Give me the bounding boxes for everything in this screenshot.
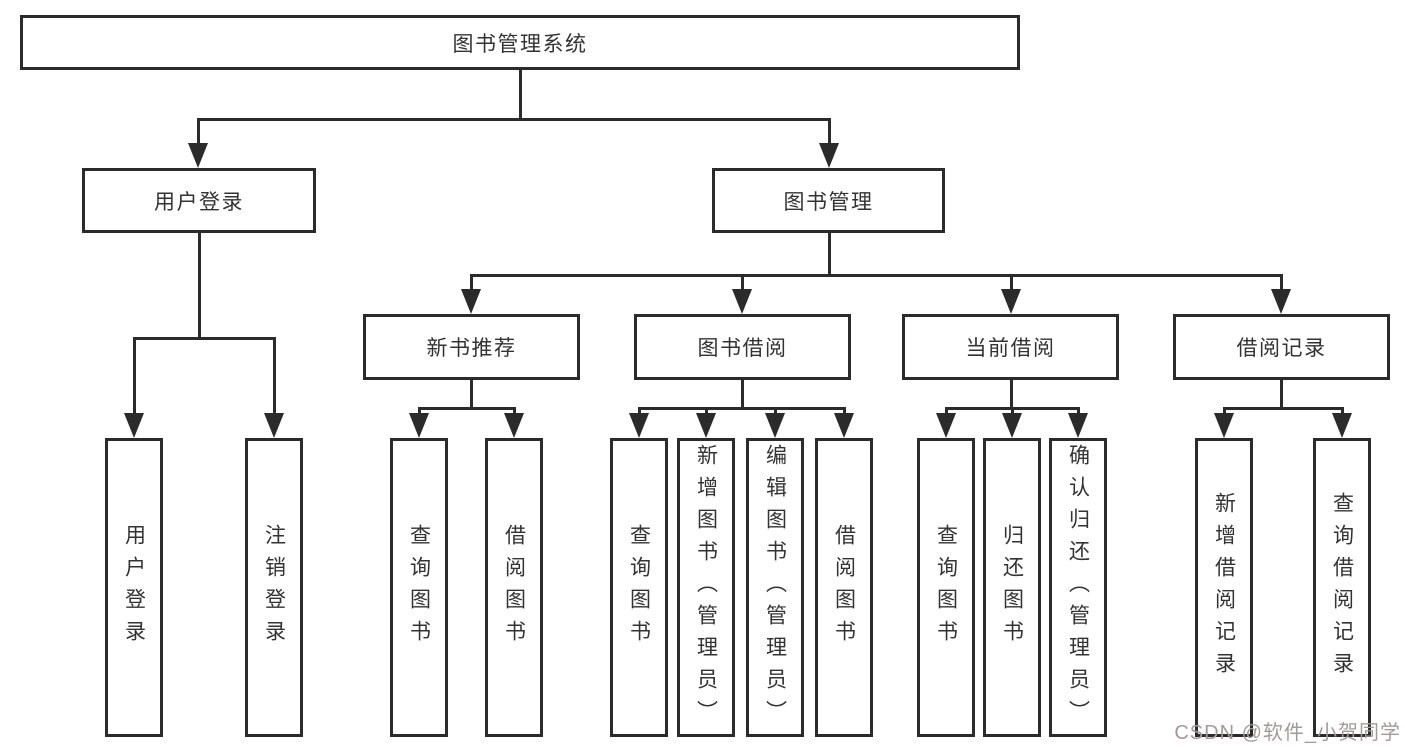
leaf-return-books: 归还图书 bbox=[983, 438, 1041, 737]
arrow-head bbox=[264, 413, 284, 438]
arrow-head bbox=[461, 289, 481, 314]
arrow-head bbox=[504, 413, 524, 438]
leaf-user-login: 用户登录 bbox=[105, 438, 163, 737]
node-current-borrowing: 当前借阅 bbox=[902, 314, 1119, 380]
connector-line bbox=[828, 118, 831, 146]
csdn-watermark: CSDN @软件_小贺同学 bbox=[1174, 722, 1401, 744]
leaf-confirm-return-admin: 确认归还（管理员） bbox=[1049, 438, 1107, 737]
connector-line bbox=[1341, 407, 1344, 417]
leaf-query-borrow-record: 查询借阅记录 bbox=[1313, 438, 1371, 737]
arrow-head bbox=[1002, 413, 1022, 438]
arrow-head bbox=[1001, 289, 1021, 314]
node-label: 新增借阅记录 bbox=[1212, 491, 1236, 684]
node-label: 归还图书 bbox=[1000, 523, 1024, 652]
leaf-add-books-admin: 新增图书（管理员） bbox=[677, 438, 735, 737]
connector-line bbox=[197, 118, 831, 121]
connector-line bbox=[741, 274, 744, 292]
node-label: 编辑图书（管理员） bbox=[763, 443, 787, 732]
node-label: 借阅图书 bbox=[502, 523, 526, 652]
arrow-head bbox=[696, 413, 716, 438]
node-book-borrowing: 图书借阅 bbox=[634, 314, 851, 380]
leaf-add-borrow-record: 新增借阅记录 bbox=[1195, 438, 1253, 737]
connector-line bbox=[638, 407, 846, 410]
leaf-query-books-recommend: 查询图书 bbox=[390, 438, 448, 737]
node-label: 查询图书 bbox=[407, 523, 431, 652]
node-label: 查询借阅记录 bbox=[1330, 491, 1354, 684]
connector-line bbox=[1223, 407, 1344, 410]
leaf-logout: 注销登录 bbox=[245, 438, 303, 737]
arrow-head bbox=[124, 413, 144, 438]
connector-line bbox=[470, 274, 473, 292]
leaf-query-books-borrow: 查询图书 bbox=[610, 438, 668, 737]
node-label: 查询图书 bbox=[627, 523, 651, 652]
connector-line bbox=[197, 118, 200, 146]
node-label: 当前借阅 bbox=[965, 337, 1056, 360]
connector-line bbox=[1223, 407, 1226, 417]
connector-line bbox=[945, 407, 948, 417]
connector-line bbox=[1280, 274, 1283, 292]
leaf-borrow-books-recommend: 借阅图书 bbox=[485, 438, 543, 737]
connector-line bbox=[133, 337, 276, 340]
leaf-borrow-books-borrow: 借阅图书 bbox=[815, 438, 873, 737]
arrow-head bbox=[765, 413, 785, 438]
connector-line bbox=[519, 69, 522, 118]
node-user-login: 用户登录 bbox=[82, 168, 316, 233]
node-book-management: 图书管理 bbox=[712, 168, 945, 233]
connector-line bbox=[705, 407, 708, 417]
arrow-head bbox=[1332, 413, 1352, 438]
connector-line bbox=[741, 380, 744, 409]
node-borrowing-records: 借阅记录 bbox=[1173, 314, 1390, 380]
arrow-head bbox=[1271, 289, 1291, 314]
connector-line bbox=[273, 337, 276, 416]
node-label: 借阅图书 bbox=[832, 523, 856, 652]
node-label: 确认归还（管理员） bbox=[1066, 443, 1090, 732]
connector-line bbox=[1011, 407, 1014, 417]
node-label: 注销登录 bbox=[262, 523, 286, 652]
arrow-head bbox=[834, 413, 854, 438]
node-label: 借阅记录 bbox=[1236, 337, 1327, 360]
leaf-edit-books-admin: 编辑图书（管理员） bbox=[746, 438, 804, 737]
connector-line bbox=[133, 337, 136, 416]
connector-line bbox=[1010, 274, 1013, 292]
arrow-head bbox=[1214, 413, 1234, 438]
connector-line bbox=[418, 407, 516, 410]
node-label: 新增图书（管理员） bbox=[694, 443, 718, 732]
connector-line bbox=[843, 407, 846, 417]
arrow-head bbox=[732, 289, 752, 314]
node-new-book-recommendation: 新书推荐 bbox=[363, 314, 580, 380]
node-label: 用户登录 bbox=[122, 523, 146, 652]
node-label: 查询图书 bbox=[934, 523, 958, 652]
node-label: 新书推荐 bbox=[426, 337, 517, 360]
connector-line bbox=[470, 380, 473, 409]
leaf-query-books-current: 查询图书 bbox=[917, 438, 975, 737]
arrow-head bbox=[188, 143, 208, 168]
connector-line bbox=[1280, 380, 1283, 409]
arrow-head bbox=[936, 413, 956, 438]
connector-line bbox=[1077, 407, 1080, 417]
arrow-head bbox=[1068, 413, 1088, 438]
connector-line bbox=[774, 407, 777, 417]
arrow-head bbox=[409, 413, 429, 438]
connector-line bbox=[513, 407, 516, 417]
node-system-root: 图书管理系统 bbox=[20, 15, 1020, 70]
connector-line bbox=[418, 407, 421, 417]
node-label: 用户登录 bbox=[154, 190, 244, 214]
connector-line bbox=[198, 233, 201, 339]
connector-line bbox=[828, 233, 831, 277]
node-label: 图书管理系统 bbox=[452, 32, 588, 56]
connector-line bbox=[470, 274, 1283, 277]
node-label: 图书借阅 bbox=[697, 337, 788, 360]
arrow-head bbox=[629, 413, 649, 438]
connector-line bbox=[638, 407, 641, 417]
node-label: 图书管理 bbox=[783, 190, 874, 214]
connector-line bbox=[1010, 380, 1013, 409]
arrow-head bbox=[819, 143, 839, 168]
